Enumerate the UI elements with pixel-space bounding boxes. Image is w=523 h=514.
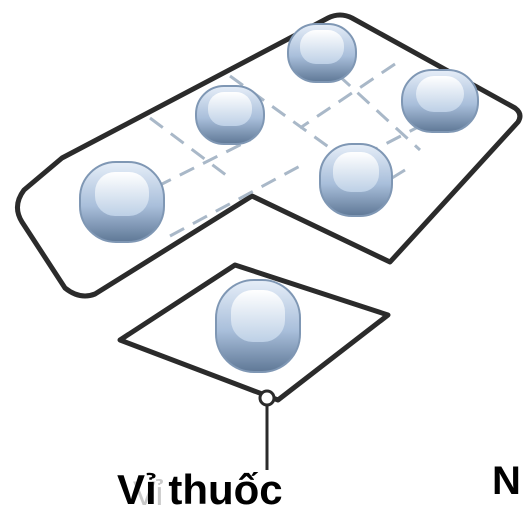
pill — [287, 23, 357, 83]
cut-off-text: N — [492, 459, 521, 503]
pill — [195, 85, 265, 145]
blister-card-outline — [15, 12, 523, 299]
pill — [319, 143, 393, 217]
pill — [401, 69, 479, 133]
pill — [79, 161, 165, 243]
caption-label: Vỉ thuốc — [117, 466, 283, 513]
callout-pointer — [258, 389, 276, 470]
pill — [215, 279, 301, 373]
